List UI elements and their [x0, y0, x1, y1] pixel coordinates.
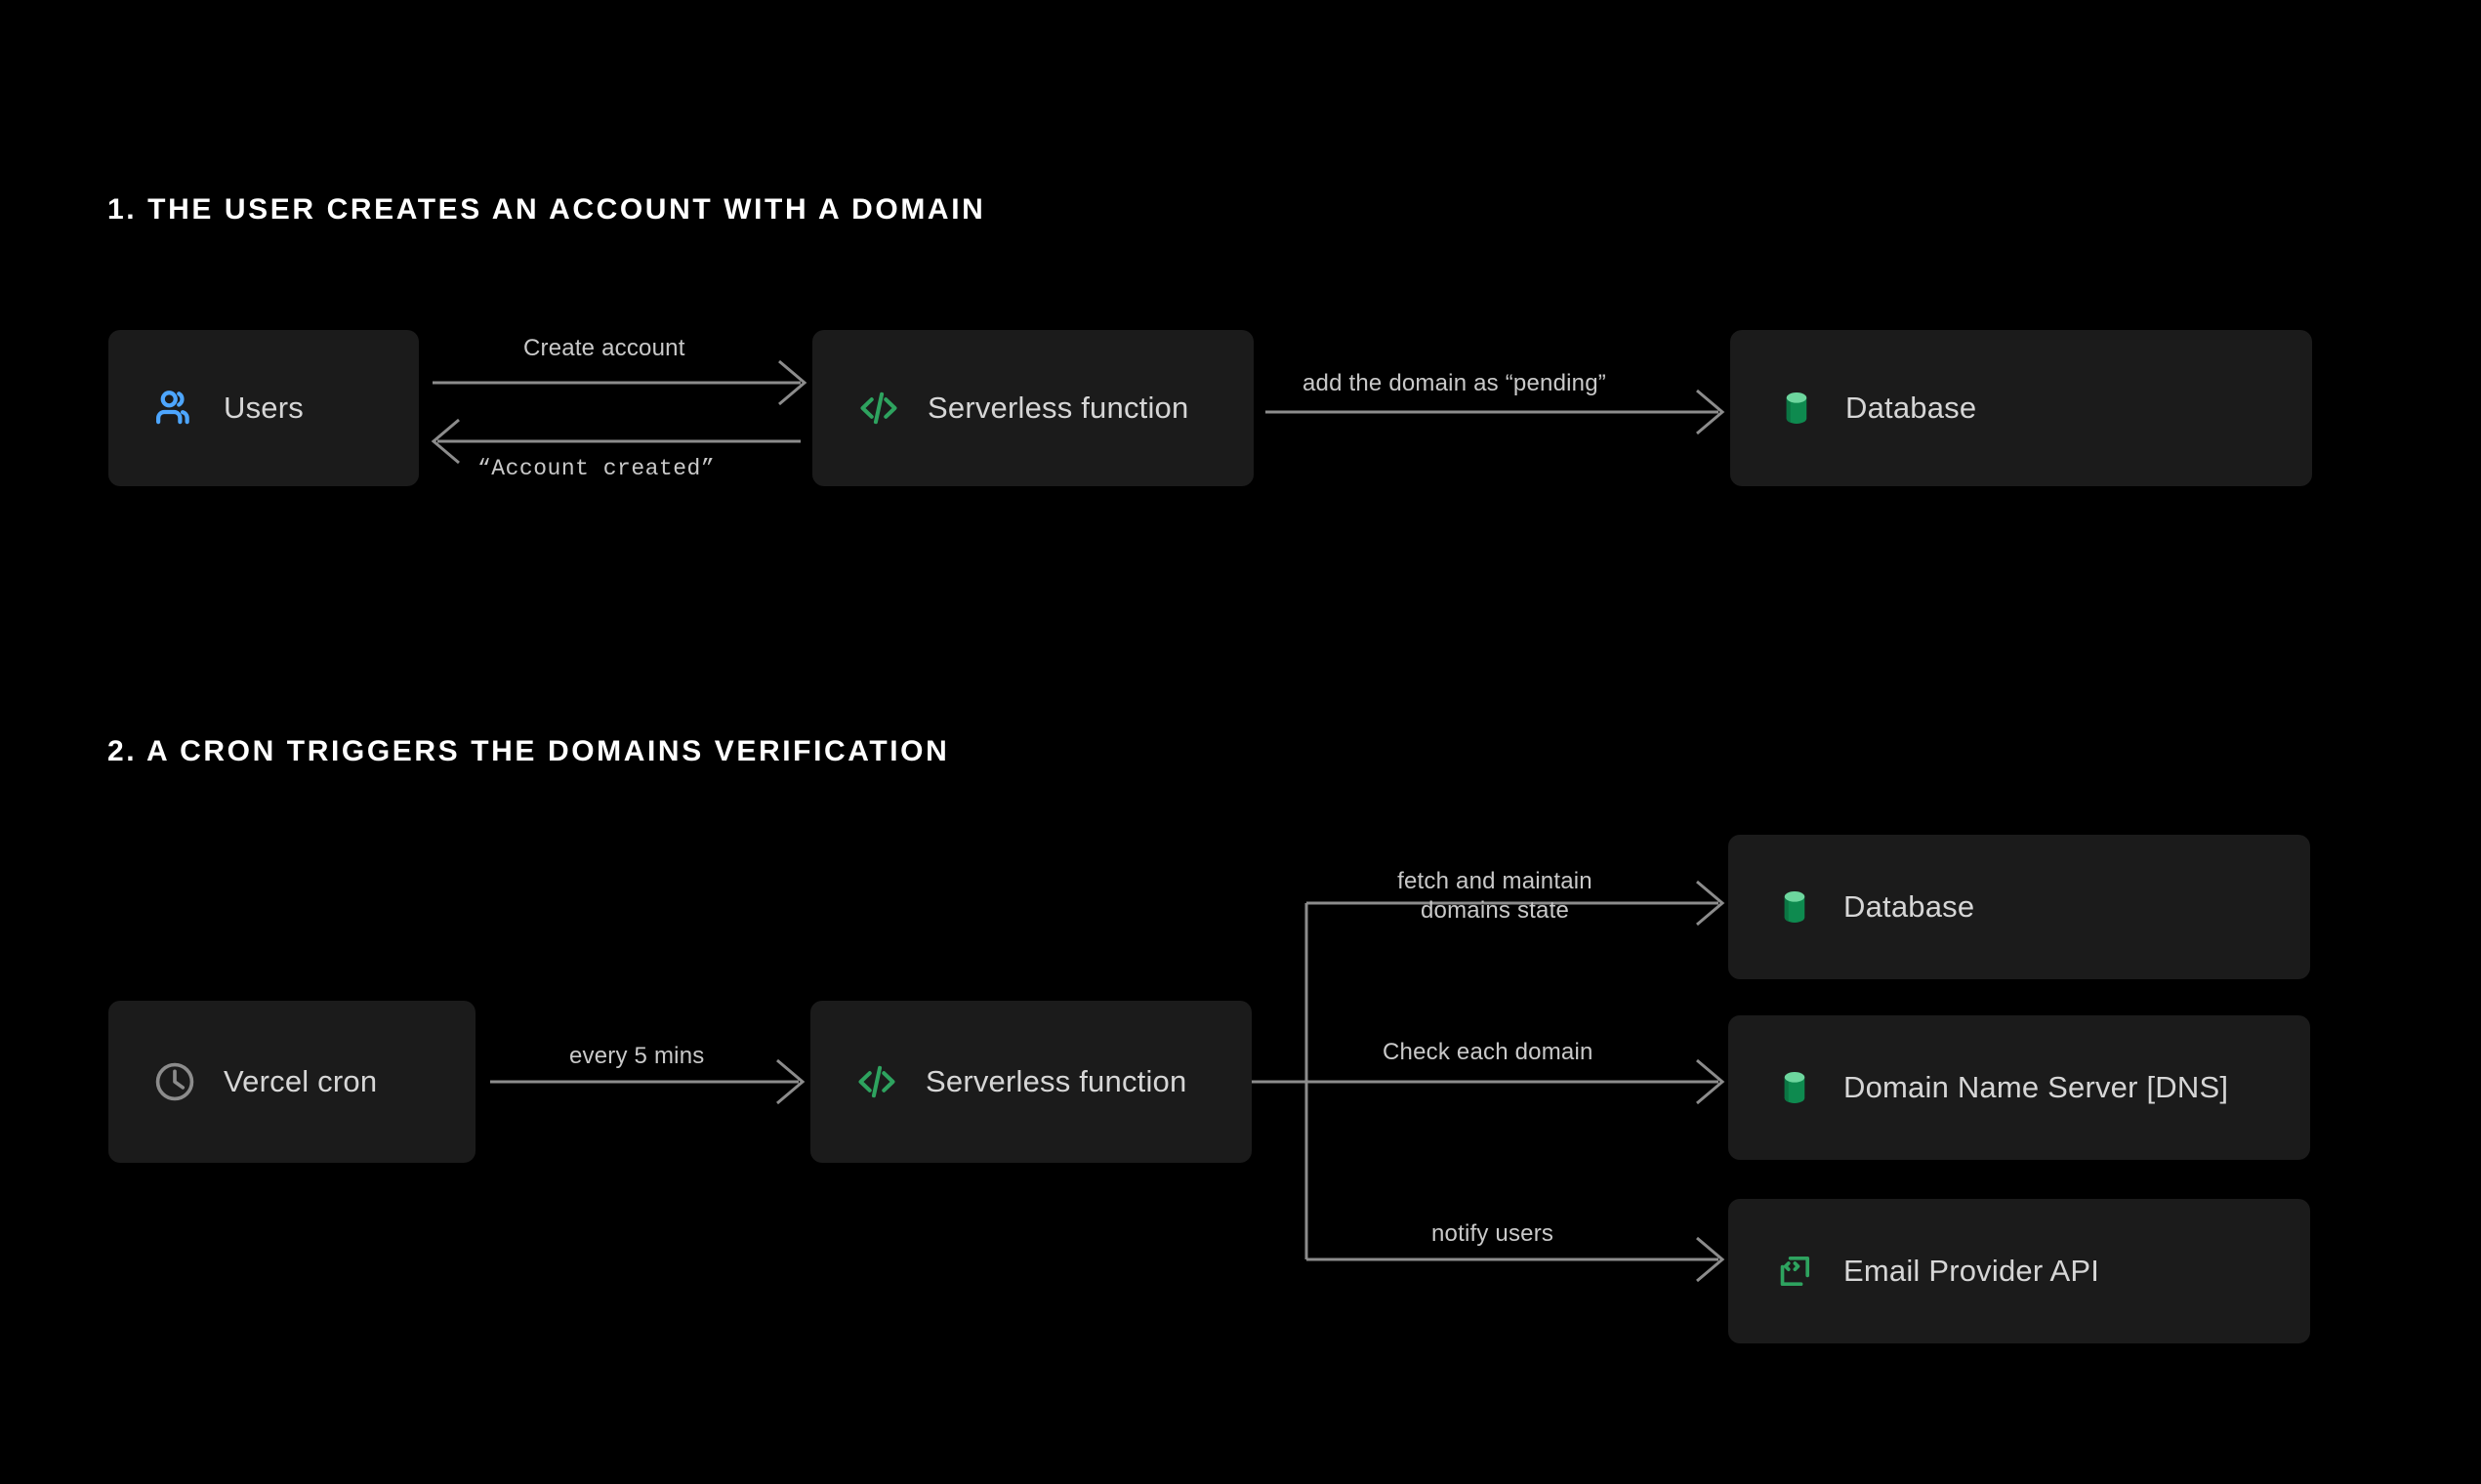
section-2-heading: 2. A CRON TRIGGERS THE DOMAINS VERIFICAT… [107, 735, 950, 767]
node-database-1[interactable]: Database [1730, 330, 2312, 486]
node-users[interactable]: Users [108, 330, 419, 486]
edge-label-create-account: Create account [523, 335, 685, 361]
arrowhead-create-account [778, 359, 807, 406]
node-vercel-cron[interactable]: Vercel cron [108, 1001, 476, 1163]
api-code-box-icon [1771, 1248, 1818, 1295]
arrowhead-every-5-mins [776, 1058, 806, 1105]
edge-label-line-1: fetch and maintain [1397, 868, 1592, 894]
clock-icon [151, 1058, 198, 1105]
node-label: Serverless function [928, 391, 1189, 425]
node-label: Users [224, 391, 304, 425]
node-serverless-function-1[interactable]: Serverless function [812, 330, 1254, 486]
section-1-heading: 1. THE USER CREATES AN ACCOUNT WITH A DO… [107, 193, 986, 226]
edge-label-fetch-and-maintain: fetch and maintain domains state [1373, 867, 1617, 926]
arrowhead-account-created [431, 418, 460, 465]
edge-label-account-created: “Account created” [477, 456, 716, 481]
node-label: Domain Name Server [DNS] [1843, 1070, 2229, 1104]
database-cylinder-icon [1773, 385, 1820, 432]
node-serverless-function-2[interactable]: Serverless function [810, 1001, 1252, 1163]
node-label: Vercel cron [224, 1064, 378, 1098]
code-brackets-icon [855, 385, 902, 432]
node-database-2[interactable]: Database [1728, 835, 2310, 979]
arrowhead-check-domain [1696, 1058, 1725, 1105]
edge-label-notify-users: notify users [1431, 1220, 1554, 1247]
node-email-provider-api[interactable]: Email Provider API [1728, 1199, 2310, 1343]
database-cylinder-icon [1771, 1064, 1818, 1111]
edge-label-add-domain-pending: add the domain as “pending” [1303, 370, 1606, 396]
node-label: Serverless function [926, 1064, 1187, 1098]
edge-label-every-5-mins: every 5 mins [569, 1043, 705, 1069]
edge-label-line-2: domains state [1420, 896, 1569, 924]
node-domain-name-server[interactable]: Domain Name Server [DNS] [1728, 1015, 2310, 1160]
users-icon [151, 385, 198, 432]
arrowhead-fetch-maintain [1696, 880, 1725, 927]
code-brackets-icon [853, 1058, 900, 1105]
arrowhead-notify-users [1696, 1236, 1725, 1283]
edge-label-check-each-domain: Check each domain [1383, 1039, 1593, 1065]
node-label: Database [1845, 391, 1977, 425]
database-cylinder-icon [1771, 884, 1818, 930]
node-label: Email Provider API [1843, 1254, 2100, 1288]
arrowhead-add-pending [1696, 389, 1725, 435]
node-label: Database [1843, 889, 1975, 924]
